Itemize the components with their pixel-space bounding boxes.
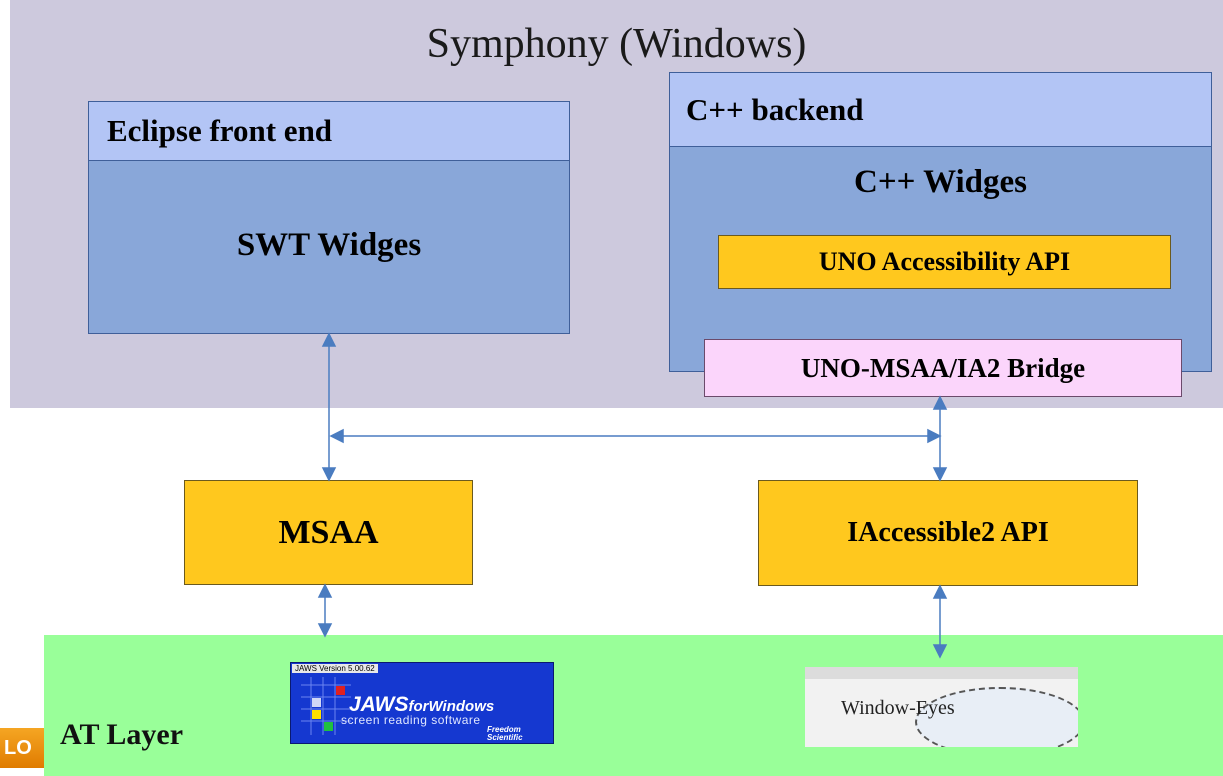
arrowhead-right [927, 428, 942, 444]
side-logo-tab: LO [0, 728, 44, 768]
cpp-backend-header: C++ backend [669, 72, 1212, 147]
at-layer-label: AT Layer [60, 718, 184, 751]
jaws-title-main: JAWS [349, 693, 409, 716]
jaws-grid-graphic [301, 677, 351, 735]
arrowhead-ia2-up [932, 584, 948, 599]
freedom-scientific-brand: Freedom Scientific [487, 725, 523, 742]
uno-msaa-ia2-bridge-box: UNO-MSAA/IA2 Bridge [704, 339, 1182, 397]
jaws-subtitle: screen reading software [341, 713, 481, 727]
eclipse-front-end-header: Eclipse front end [88, 101, 570, 161]
arrowhead-msaa-down [321, 467, 337, 482]
jaws-title-suffix: forWindows [408, 698, 495, 715]
window-eyes-lens [915, 687, 1078, 747]
window-eyes-label: Window-Eyes [841, 697, 955, 719]
msaa-box: MSAA [184, 480, 473, 585]
symphony-title: Symphony (Windows) [426, 21, 807, 67]
swt-widgets-label: SWT Widges [236, 226, 422, 263]
jaws-title: JAWSforWindows [349, 693, 494, 717]
jaws-version-label: JAWS Version 5.00.62 [292, 664, 378, 673]
arrowhead-ia2-down [932, 467, 948, 482]
iaccessible2-api-box: IAccessible2 API [758, 480, 1138, 586]
window-eyes-titlebar [805, 667, 1078, 679]
arrowhead-msaa-up [317, 583, 333, 598]
jaws-logo: JAWS Version 5.00.62 JAWSforWindows scre… [290, 662, 554, 744]
window-eyes-logo: Window-Eyes [805, 667, 1078, 747]
cpp-widgets-label: C++ Widges [853, 163, 1027, 200]
arrowhead-left [329, 428, 344, 444]
uno-accessibility-api-box: UNO Accessibility API [718, 235, 1171, 289]
